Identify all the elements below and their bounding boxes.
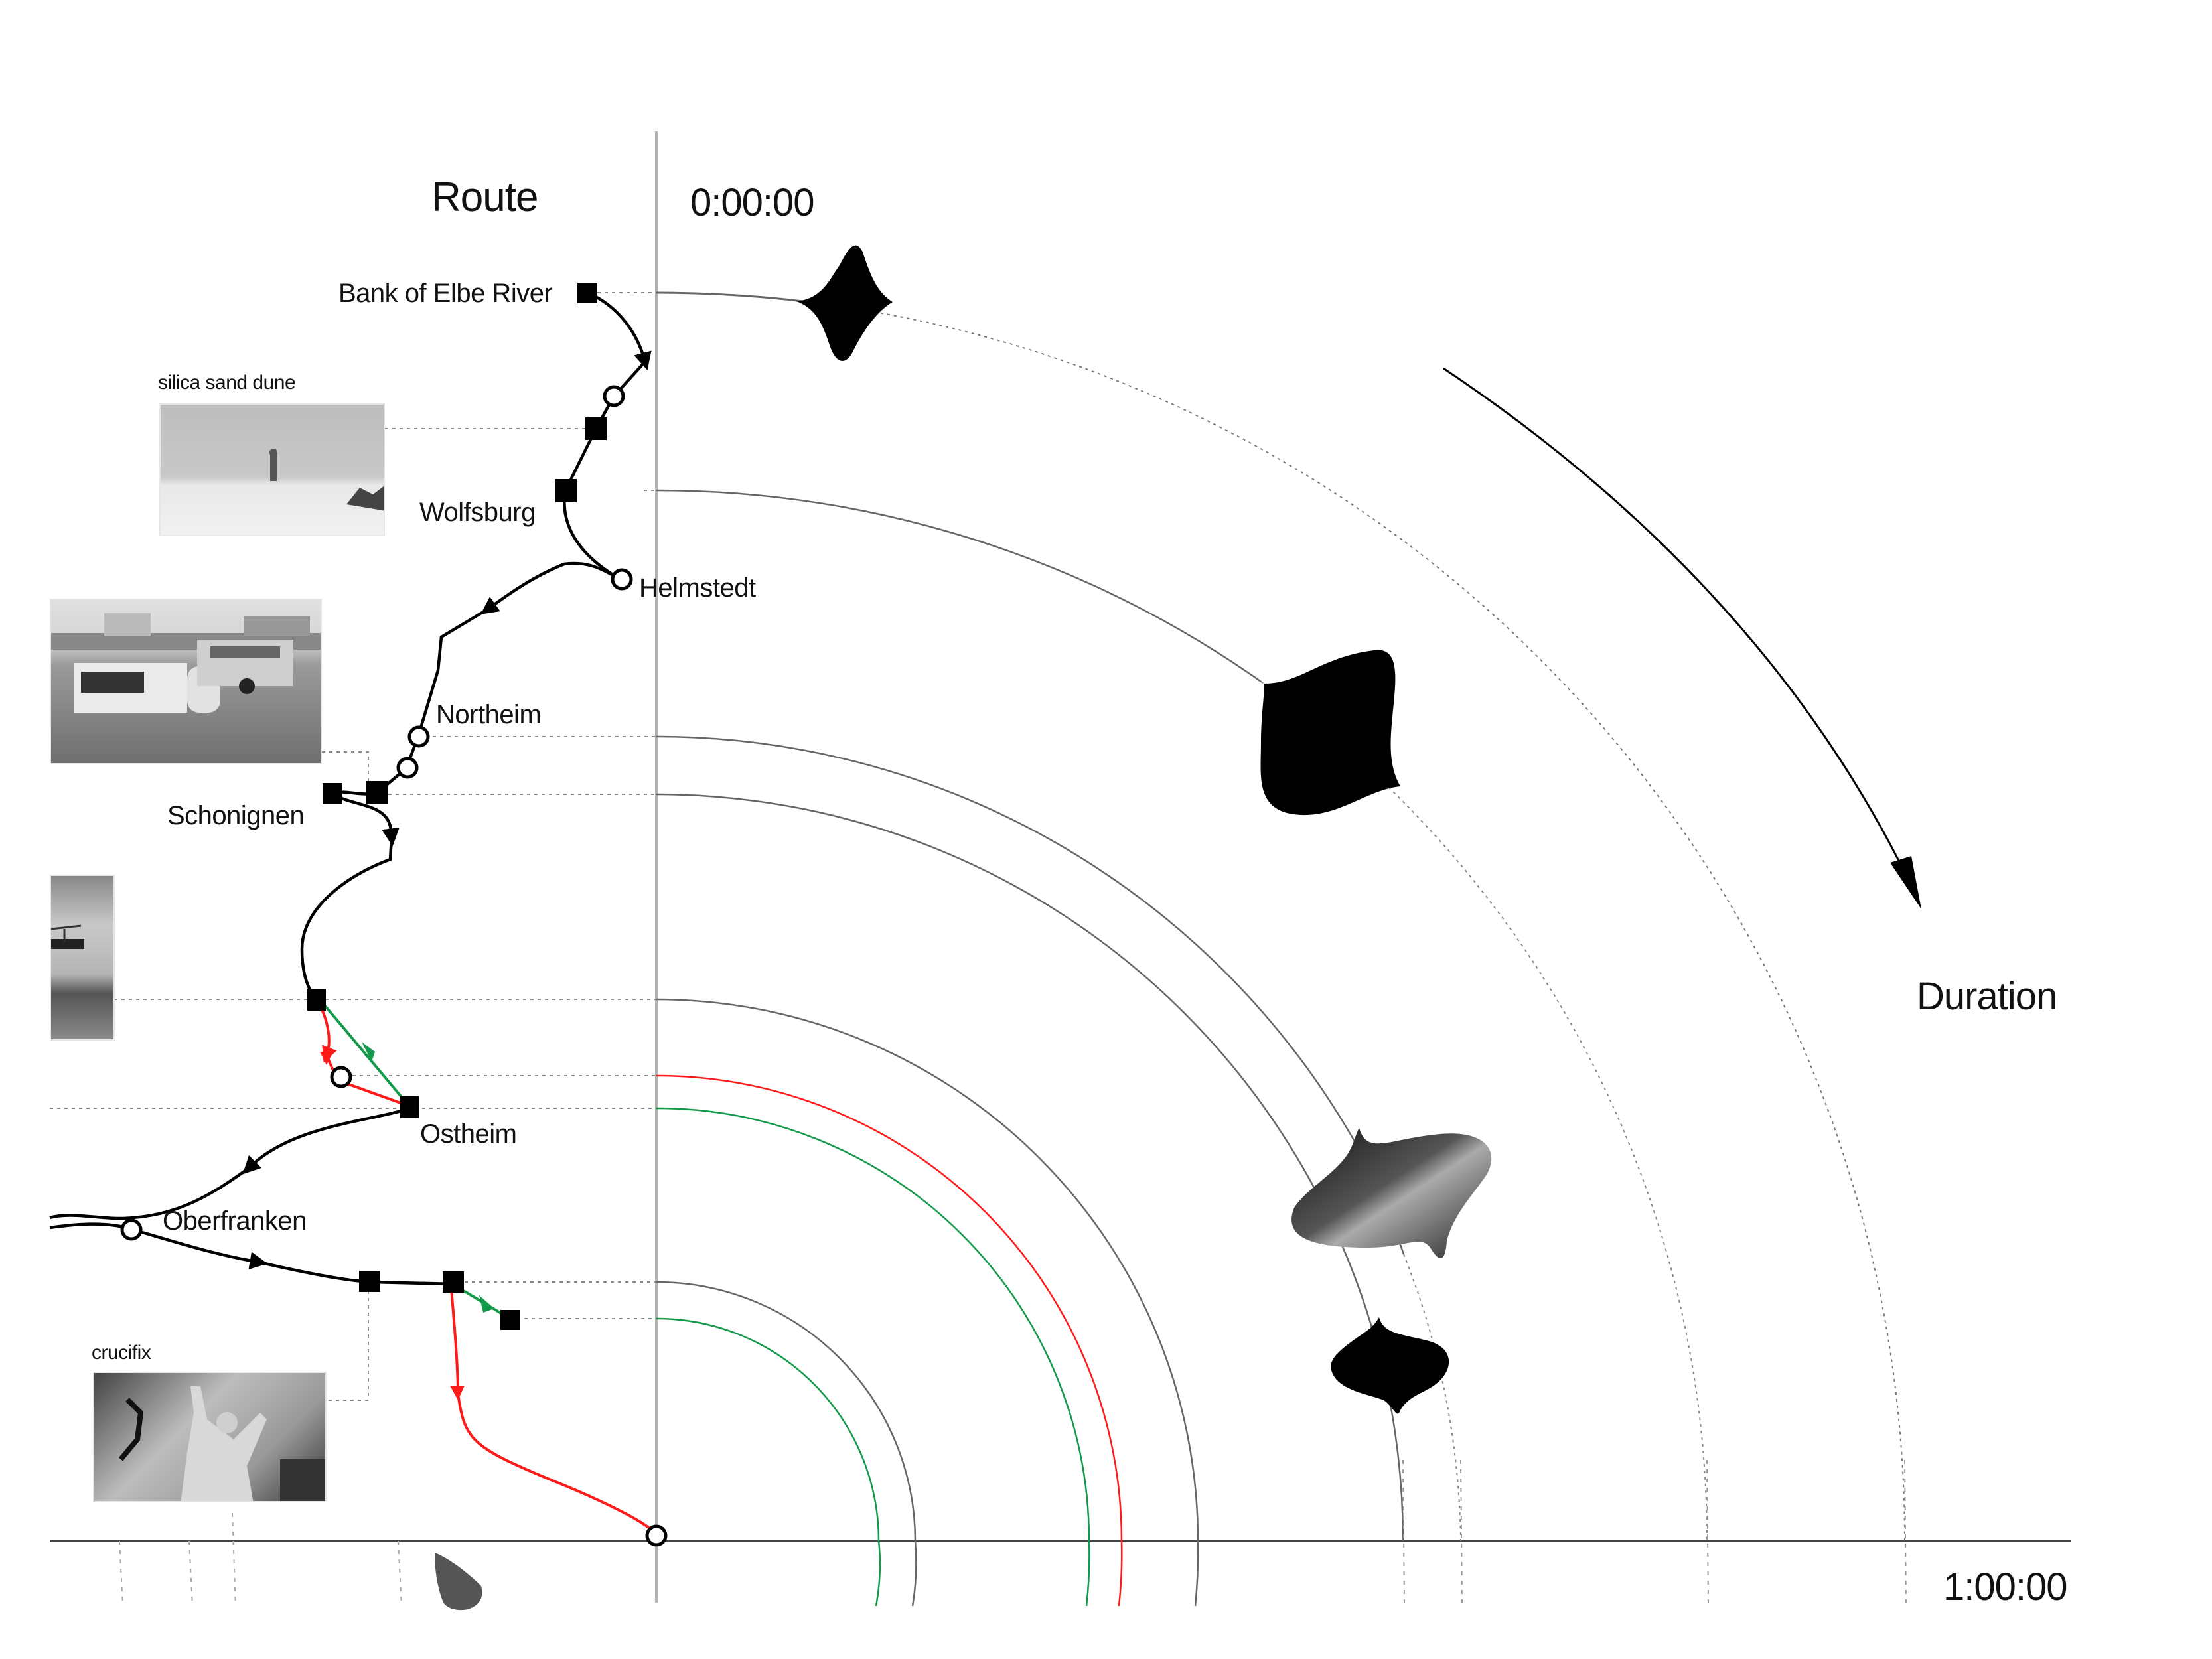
photo-platform-field (50, 875, 115, 1041)
start-time-label: 0:00:00 (690, 181, 815, 224)
arc-platform (656, 998, 1199, 1542)
marker-circle-helmstedt (611, 568, 633, 591)
green-route (321, 1001, 509, 1319)
red-arrowhead-icon (320, 1052, 333, 1065)
place-label-ostheim: Ostheim (420, 1119, 517, 1149)
event-blob-small-photo (435, 1553, 482, 1611)
marker-square-wolfsburg (555, 479, 577, 502)
marker-square-crucifix (359, 1271, 380, 1292)
end-time-label: 1:00:00 (1943, 1565, 2068, 1609)
marker-square-silica (585, 417, 607, 440)
photo-crucifix (93, 1372, 327, 1502)
duration-events (435, 245, 1492, 1611)
place-label-schonignen: Schonignen (167, 801, 305, 830)
arc-red-branch (656, 1074, 1123, 1542)
marker-square-junction (443, 1271, 464, 1293)
marker-circle-red (330, 1066, 352, 1088)
route-markers (120, 283, 668, 1547)
route-heading: Route (431, 175, 538, 220)
photo-bratwurst-stand (50, 599, 322, 764)
place-label-wolfsburg: Wolfsburg (419, 498, 536, 527)
marker-circle-oberfranken (120, 1218, 143, 1241)
event-blob-2 (1260, 650, 1400, 816)
place-label-oberfranken: Oberfranken (163, 1206, 307, 1236)
marker-circle-northeim (407, 725, 430, 748)
arc-northeim-dotted (1403, 1254, 1461, 1542)
photo-silica-sand-dune (159, 403, 385, 536)
green-arrowhead-icon (362, 1042, 375, 1062)
event-blob-photo (1291, 1128, 1492, 1259)
arc-crucifix (656, 1281, 917, 1542)
event-blob-4 (1331, 1317, 1449, 1414)
duration-label: Duration (1917, 975, 2057, 1018)
arc-green-branch (656, 1107, 1090, 1542)
marker-square-ostheim (400, 1096, 419, 1118)
marker-square-schonignen-1 (323, 783, 342, 804)
kiosk-truck-icon (51, 613, 321, 713)
photo-caption-crucifix: crucifix (92, 1342, 151, 1364)
arc-bank-of-elbe-solid (656, 291, 804, 303)
red-arrowhead-icon-2 (450, 1386, 465, 1400)
platform-icon (51, 924, 84, 949)
time-axes (50, 131, 2071, 1603)
marker-circle-1 (603, 385, 625, 407)
photo-caption-silica: silica sand dune (158, 372, 296, 394)
arc-northeim (656, 735, 1372, 1171)
marker-circle-2 (396, 757, 419, 779)
arc-bank-of-elbe (656, 292, 1905, 1542)
arc-green-end (656, 1317, 880, 1542)
duration-arrowhead-icon (1890, 856, 1921, 909)
marker-square-bank-of-elbe (577, 283, 597, 303)
green-arrowhead-icon-2 (479, 1295, 494, 1313)
marker-square-schonignen-2 (366, 781, 388, 804)
marker-circle-end (645, 1524, 668, 1547)
arc-wolfsburg (656, 489, 1262, 683)
duration-arrow (1443, 367, 1913, 887)
person-figure-icon (269, 449, 384, 511)
event-blob-1 (796, 245, 893, 361)
place-label-helmstedt: Helmstedt (639, 573, 756, 603)
duration-arcs (119, 291, 1907, 1607)
marker-square-green-end (500, 1310, 520, 1330)
arc-schonignen (656, 793, 1404, 1542)
man-raising-fists-icon (118, 1386, 325, 1501)
place-label-northeim: Northeim (436, 700, 542, 729)
marker-square-platform (307, 989, 326, 1011)
place-label-bank-of-elbe: Bank of Elbe River (338, 279, 553, 308)
connector-lines (50, 292, 656, 1401)
red-route (317, 1001, 654, 1533)
